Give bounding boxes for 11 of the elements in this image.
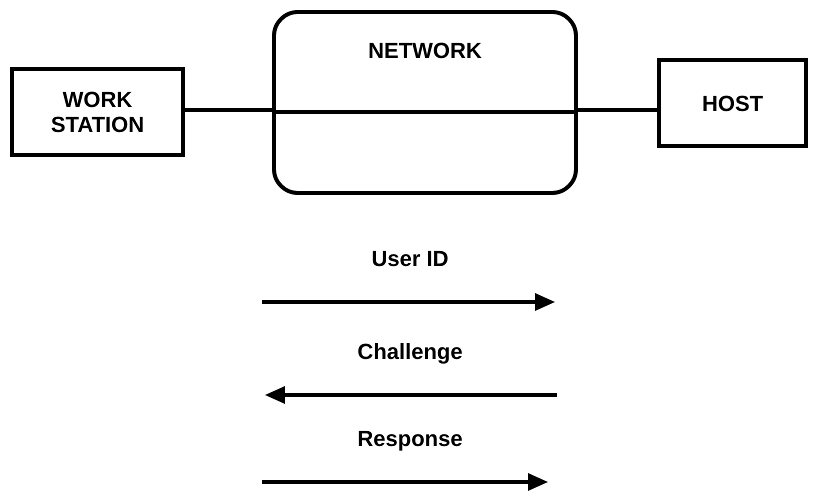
node-label: HOST [702,90,764,116]
process-box [657,58,808,148]
rounded-box [272,10,578,195]
process-box [10,67,185,157]
message-label: Challenge [357,339,463,365]
message-label: Response [357,426,463,452]
message-label: User ID [371,246,449,272]
node-label: NETWORK [368,38,482,63]
connector-line [185,108,272,112]
connector-line [578,108,657,112]
node-label: WORK STATION [50,87,146,137]
